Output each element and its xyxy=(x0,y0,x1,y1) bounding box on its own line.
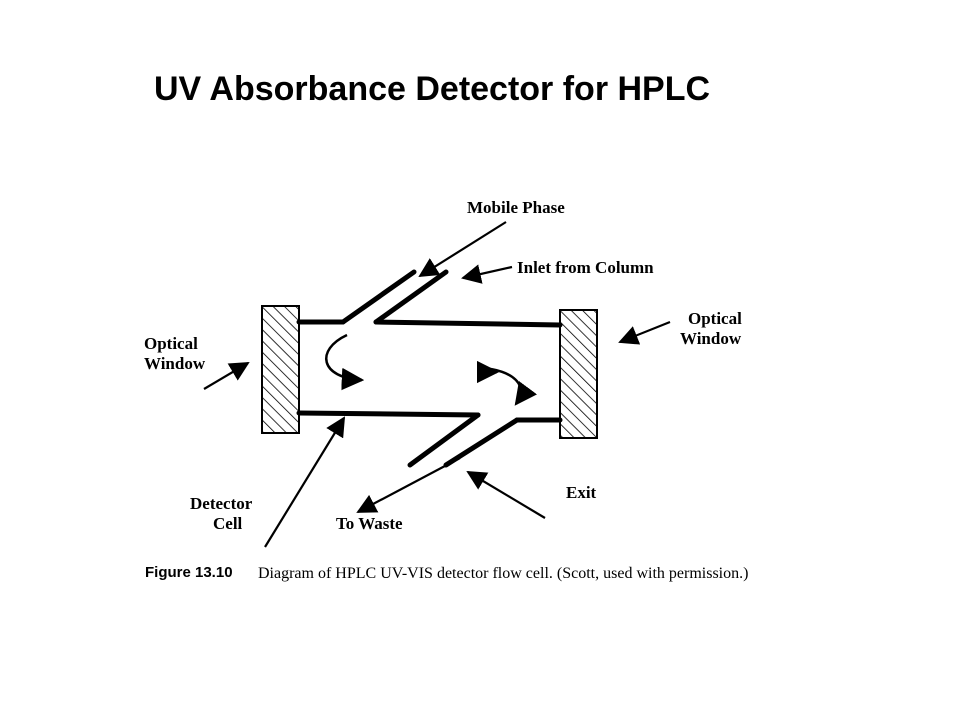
label-detector-cell: Detector Cell xyxy=(190,494,256,533)
label-mobile-phase: Mobile Phase xyxy=(467,198,565,217)
arrow-icon xyxy=(618,320,671,345)
arrow-icon xyxy=(203,361,250,390)
optical-window-left xyxy=(261,305,300,434)
arrow-icon xyxy=(356,457,461,513)
label-to-waste: To Waste xyxy=(336,514,403,533)
label-inlet-from-column: Inlet from Column xyxy=(517,258,654,277)
arrow-icon xyxy=(461,264,513,284)
figure-caption: Diagram of HPLC UV-VIS detector flow cel… xyxy=(258,565,748,582)
page-title: UV Absorbance Detector for HPLC xyxy=(154,70,711,108)
label-optical-window-right: Optical Window xyxy=(680,309,746,348)
label-optical-window-left: Optical Window xyxy=(144,334,206,373)
detector-cell-body xyxy=(296,269,563,468)
label-exit: Exit xyxy=(566,483,597,502)
figure-label: Figure 13.10 xyxy=(145,564,233,581)
arrow-icon xyxy=(466,470,546,519)
flow-arrow-icon xyxy=(325,333,365,391)
optical-window-right xyxy=(559,309,598,439)
flow-arrow-icon xyxy=(481,366,538,406)
arrow-icon xyxy=(264,416,346,548)
arrow-icon xyxy=(418,221,507,278)
